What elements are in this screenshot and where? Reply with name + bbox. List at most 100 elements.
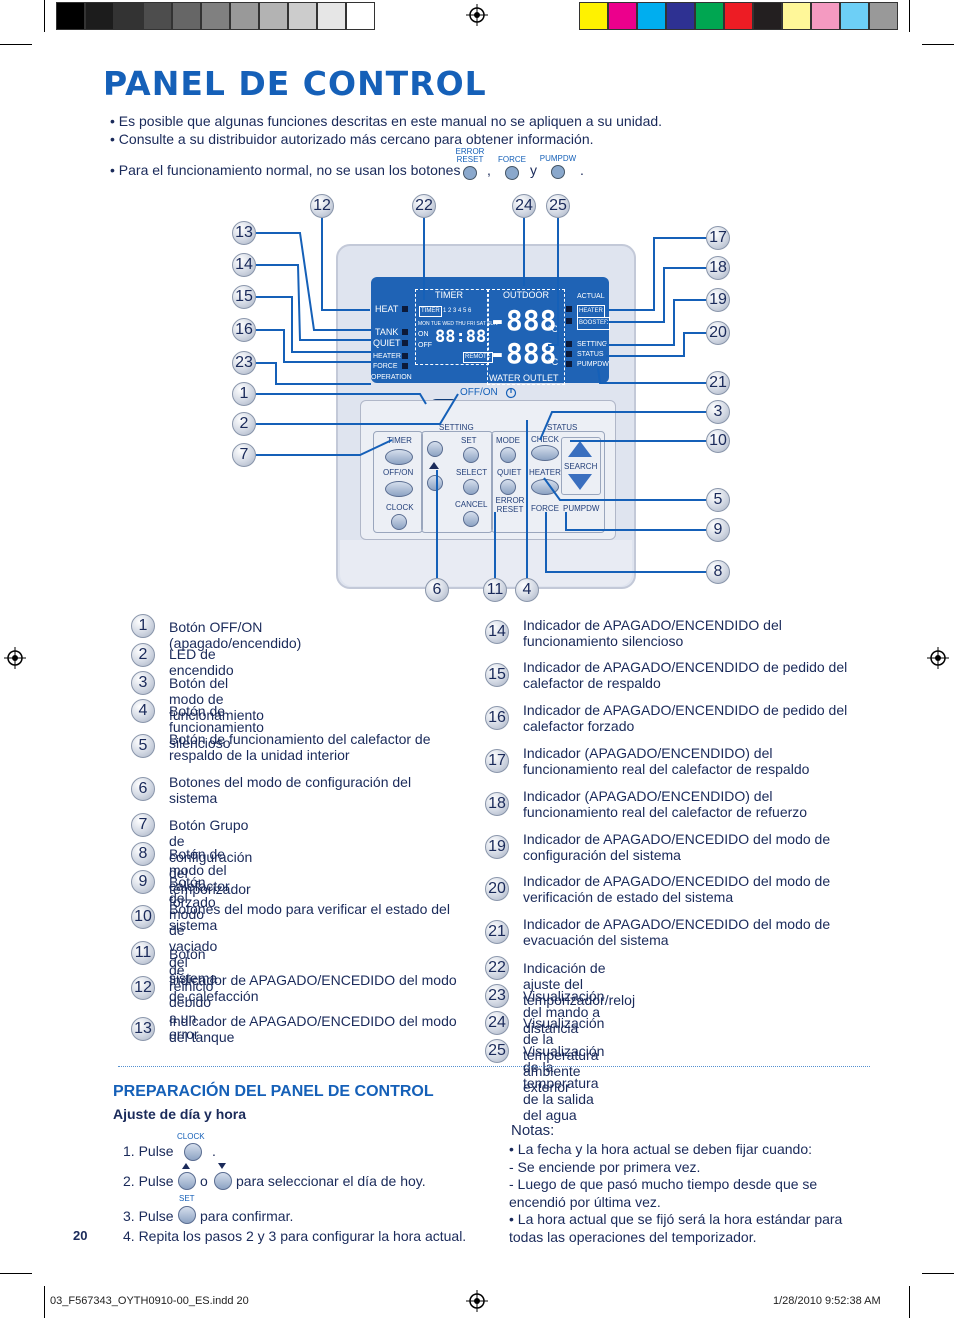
step-3: 3. Pulse bbox=[123, 1208, 174, 1224]
legend-number: 2 bbox=[131, 643, 155, 667]
intro-separator: , bbox=[487, 162, 491, 178]
timer-button[interactable] bbox=[385, 449, 413, 465]
callout-badge: 18 bbox=[706, 256, 730, 280]
callout-badge: 21 bbox=[706, 371, 730, 395]
setting-group bbox=[421, 431, 493, 533]
legend-text: Botón del modo de vaciado del sistema bbox=[169, 874, 218, 986]
callout-badge: 11 bbox=[483, 578, 507, 602]
pumpdw-mini-button: PUMPDW bbox=[538, 155, 578, 179]
legend-text: Botones del modo para verificar el estad… bbox=[169, 901, 450, 933]
temperature-panel bbox=[487, 289, 565, 385]
legend-number: 11 bbox=[131, 941, 155, 965]
lcd-actual: ACTUAL bbox=[577, 293, 605, 300]
legend-number: 21 bbox=[485, 920, 509, 944]
cancel-button[interactable] bbox=[463, 511, 479, 527]
power-icon bbox=[505, 387, 517, 399]
crop-mark bbox=[922, 44, 954, 45]
legend-text: Indicador (APAGADO/ENCENDIDO) del funcio… bbox=[523, 788, 808, 820]
step-3-end: para confirmar. bbox=[200, 1208, 294, 1224]
off-on-timer-button[interactable] bbox=[385, 481, 413, 497]
legend-number: 15 bbox=[485, 663, 509, 687]
lcd-degree: °C bbox=[548, 324, 559, 334]
callout-badge: 25 bbox=[546, 194, 570, 218]
up-button[interactable] bbox=[427, 441, 443, 457]
legend-text: Botón del modo de funcionamiento bbox=[169, 675, 264, 723]
lcd-outdoor: OUTDOOR bbox=[503, 290, 549, 300]
timer-panel bbox=[415, 289, 489, 365]
note-line: todas las operaciones del temporizador. bbox=[509, 1229, 757, 1245]
keypad-setting-label: SETTING bbox=[439, 423, 474, 432]
legend-number: 3 bbox=[131, 671, 155, 695]
intro-line: • Para el funcionamiento normal, no se u… bbox=[110, 162, 461, 178]
lcd-timer-box: TIMER bbox=[419, 306, 442, 317]
legend-text: LED de encendido bbox=[169, 646, 234, 678]
lcd-degree: °C bbox=[548, 357, 559, 367]
legend-number: 8 bbox=[131, 842, 155, 866]
legend-number: 20 bbox=[485, 877, 509, 901]
crop-mark bbox=[0, 44, 32, 45]
callout-badge: 6 bbox=[425, 578, 449, 602]
section-divider bbox=[118, 1066, 870, 1067]
mode-button[interactable] bbox=[500, 447, 516, 463]
legend-text: Indicador de APAGADO/ENCENDIDO de pedido… bbox=[523, 659, 848, 691]
registration-mark-icon bbox=[466, 1290, 488, 1312]
lcd-day-numbers: 1 2 3 4 5 6 bbox=[443, 308, 472, 314]
lcd-heater: HEATER bbox=[373, 353, 401, 360]
lcd-clock: 88:88 bbox=[435, 327, 487, 347]
legend-text: Botones del modo de configuración del si… bbox=[169, 774, 412, 806]
step-1: 1. Pulse bbox=[123, 1143, 174, 1159]
legend-text: Indicador de APAGADO/ENCEDIDO del modo d… bbox=[523, 873, 831, 905]
crop-mark bbox=[0, 1273, 32, 1274]
intro-and: y bbox=[530, 162, 537, 178]
step-2-or: o bbox=[200, 1173, 208, 1189]
callout-badge: 5 bbox=[706, 488, 730, 512]
legend-number: 24 bbox=[485, 1011, 509, 1035]
legend-number: 17 bbox=[485, 749, 509, 773]
clock-button-icon bbox=[184, 1143, 202, 1161]
section-title: PREPARACIÓN DEL PANEL DE CONTROL bbox=[113, 1083, 434, 1100]
callout-badge: 7 bbox=[232, 443, 256, 467]
legend-text: Indicador de APAGADO/ENCEDIDO del modo d… bbox=[523, 831, 831, 863]
callout-badge: 22 bbox=[412, 194, 436, 218]
footer-file: 03_F567343_OYTH0910-00_ES.indd 20 bbox=[50, 1295, 249, 1307]
up-button-icon bbox=[178, 1172, 196, 1190]
check-button[interactable] bbox=[531, 445, 559, 461]
callout-badge: 12 bbox=[310, 194, 334, 218]
legend-text: Botón de funcionamiento silencioso bbox=[169, 703, 264, 751]
intro-line: • Es posible que algunas funciones descr… bbox=[110, 113, 663, 129]
force-label: FORCE bbox=[531, 504, 559, 513]
crop-mark bbox=[922, 1273, 954, 1274]
check-label: CHECK bbox=[531, 435, 560, 444]
lcd-quiet: QUIET bbox=[373, 338, 401, 348]
select-button[interactable] bbox=[463, 479, 479, 495]
lcd-timer: TIMER bbox=[435, 290, 463, 300]
legend-number: 13 bbox=[131, 1017, 155, 1041]
down-button[interactable] bbox=[427, 475, 443, 491]
notes-title: Notas: bbox=[511, 1122, 555, 1139]
step-4: 4. Repita los pasos 2 y 3 para configura… bbox=[123, 1228, 467, 1244]
legend-text: Indicador de APAGADO/ENCEDIDO del modo d… bbox=[169, 1013, 457, 1045]
lcd-booster: BOOSTER bbox=[577, 317, 611, 330]
up-arrow-icon bbox=[429, 462, 439, 469]
page-title: PANEL DE CONTROL bbox=[103, 64, 487, 103]
set-button[interactable] bbox=[463, 447, 479, 463]
registration-mark-icon bbox=[4, 647, 26, 669]
intro-line: • Consulte a su distribuidor autorizado … bbox=[110, 131, 594, 147]
callout-badge: 20 bbox=[706, 321, 730, 345]
search-box bbox=[561, 437, 601, 495]
search-up-button[interactable] bbox=[568, 441, 592, 457]
callout-badge: 15 bbox=[232, 285, 256, 309]
callout-badge: 13 bbox=[232, 221, 256, 245]
pumpdw-label: PUMPDW bbox=[563, 504, 600, 513]
search-down-button[interactable] bbox=[568, 474, 592, 490]
lcd-tank: TANK bbox=[375, 327, 399, 337]
footer-date: 1/28/2010 9:52:38 AM bbox=[773, 1295, 881, 1307]
button-dot-icon bbox=[551, 165, 565, 179]
callout-badge: 19 bbox=[706, 288, 730, 312]
lcd-outdoor-temp: -888 bbox=[489, 304, 557, 337]
lcd-operation: OPERATION bbox=[371, 374, 412, 381]
lcd-off: OFF bbox=[418, 342, 432, 349]
clock-button[interactable] bbox=[391, 514, 407, 530]
quiet-button[interactable] bbox=[500, 479, 516, 495]
down-button-icon bbox=[214, 1172, 232, 1190]
